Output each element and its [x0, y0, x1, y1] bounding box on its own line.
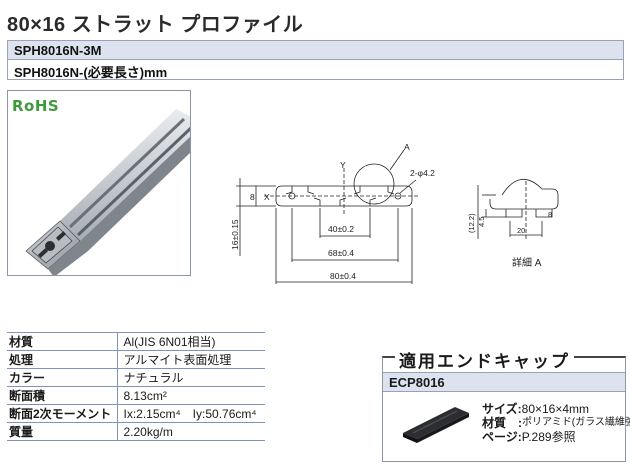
spec-key: 断面2次モーメント [7, 404, 117, 423]
rohs-badge: RoHS [12, 97, 60, 115]
endcap-title: 適用エンドキャップ [395, 347, 574, 372]
endcap-info: サイズ:80×16×4mm 材質 :ポリアミド(ガラス繊維強化) ページ:P.2… [482, 402, 630, 444]
label-x: X [264, 192, 270, 202]
detail-a-drawing: (12.2) 4.5 20 8 [467, 179, 559, 239]
dim-80: 80±0.4 [330, 271, 356, 281]
height-inner-label: 8 [250, 192, 255, 202]
label-a: A [404, 142, 410, 152]
detail-dim-width: 20 [517, 226, 525, 235]
part-number-3m: SPH8016N-3M [7, 40, 624, 60]
spec-key: カラー [7, 368, 117, 387]
label-y: Y [340, 160, 346, 170]
endcap-page-key: ページ: [482, 430, 522, 444]
detail-dim-slot: 4.5 [477, 217, 486, 227]
detail-dim-left: (12.2) [467, 213, 476, 233]
spec-value: 8.13cm² [116, 386, 265, 405]
cross-section-drawing: Y X A 2-φ4.2 8 40±0.2 68±0.4 80±0.4 16±0… [230, 142, 435, 284]
profile-photo-illustration [25, 109, 190, 275]
spec-value: 2.20kg/m [116, 422, 265, 441]
spec-value: アルマイト表面処理 [116, 350, 265, 369]
dim-40: 40±0.2 [328, 224, 354, 234]
spec-key: 断面積 [7, 386, 117, 405]
detail-label: 詳細 A [512, 258, 542, 269]
spec-row: カラーナチュラル [7, 368, 265, 387]
spec-value: Ix:2.15cm⁴ Iy:50.76cm⁴ [116, 404, 265, 423]
part-number-custom: SPH8016N-(必要長さ)mm [7, 60, 624, 80]
dim-height: 16±0.15 [230, 219, 240, 250]
spec-value: ナチュラル [116, 368, 265, 387]
spec-value: Al(JIS 6N01相当) [116, 332, 265, 351]
hole-label: 2-φ4.2 [410, 168, 435, 178]
spec-key: 処理 [7, 350, 117, 369]
endcap-size-value: 80×16×4mm [521, 402, 590, 416]
detail-dim-open: 8 [548, 210, 552, 219]
endcap-image [403, 407, 469, 443]
spec-key: 質量 [7, 422, 117, 441]
endcap-size-key: サイズ: [482, 402, 522, 416]
dim-68: 68±0.4 [328, 248, 354, 258]
endcap-page-value: P.289参照 [521, 430, 576, 444]
endcap-material-value: ポリアミド(ガラス繊維強化) [522, 417, 630, 428]
spec-key: 材質 [7, 332, 117, 351]
product-photo: RoHS [7, 90, 191, 276]
page-title: 80×16 ストラット プロファイル [7, 14, 304, 36]
endcap-material-key: 材質 : [482, 416, 522, 430]
endcap-code: ECP8016 [383, 372, 625, 392]
spec-row: 処理アルマイト表面処理 [7, 350, 265, 369]
